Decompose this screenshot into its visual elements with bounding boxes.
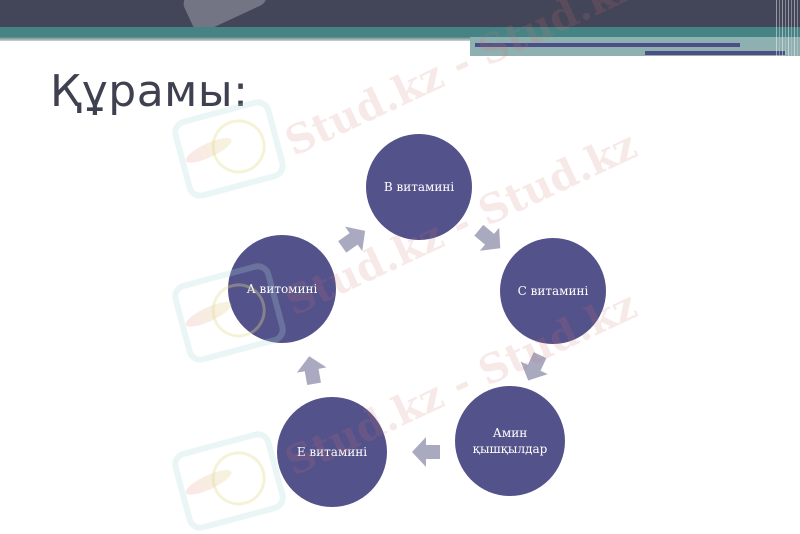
- node-label: В витамині: [383, 180, 455, 194]
- node-c-vitamin: С витамині: [500, 238, 606, 344]
- header-accent-bar-1: [475, 43, 740, 47]
- node-amino-acids: Амин қышқылдар: [455, 386, 565, 496]
- arrow-a-to-b-icon: [338, 226, 366, 253]
- node-e-vitamin: Е витамині: [277, 397, 387, 507]
- node-a-vitamin: А витомині: [228, 235, 336, 343]
- header-accent-bar-2: [645, 51, 785, 55]
- arrow-c-to-amino-icon: [520, 352, 548, 381]
- node-label: Е витамині: [296, 445, 368, 459]
- header-stripes: [776, 0, 800, 56]
- header-dark-band: [0, 0, 800, 27]
- header-teal-band: [0, 27, 800, 37]
- arrow-amino-to-e-icon: [412, 437, 440, 467]
- slide-title: Құрамы:: [50, 66, 249, 117]
- node-label-line2: қышқылдар: [472, 442, 548, 456]
- arrow-e-to-a-icon: [296, 356, 327, 386]
- node-label-line1: Амин: [492, 426, 528, 440]
- node-label: С витамині: [517, 284, 589, 298]
- slide-header-banner: [0, 0, 800, 60]
- arrow-b-to-c-icon: [474, 224, 501, 251]
- cycle-arrows: [296, 224, 548, 467]
- node-b-vitamin: В витамині: [366, 134, 472, 240]
- node-label: А витомині: [246, 282, 318, 296]
- header-divider-line: [0, 37, 470, 41]
